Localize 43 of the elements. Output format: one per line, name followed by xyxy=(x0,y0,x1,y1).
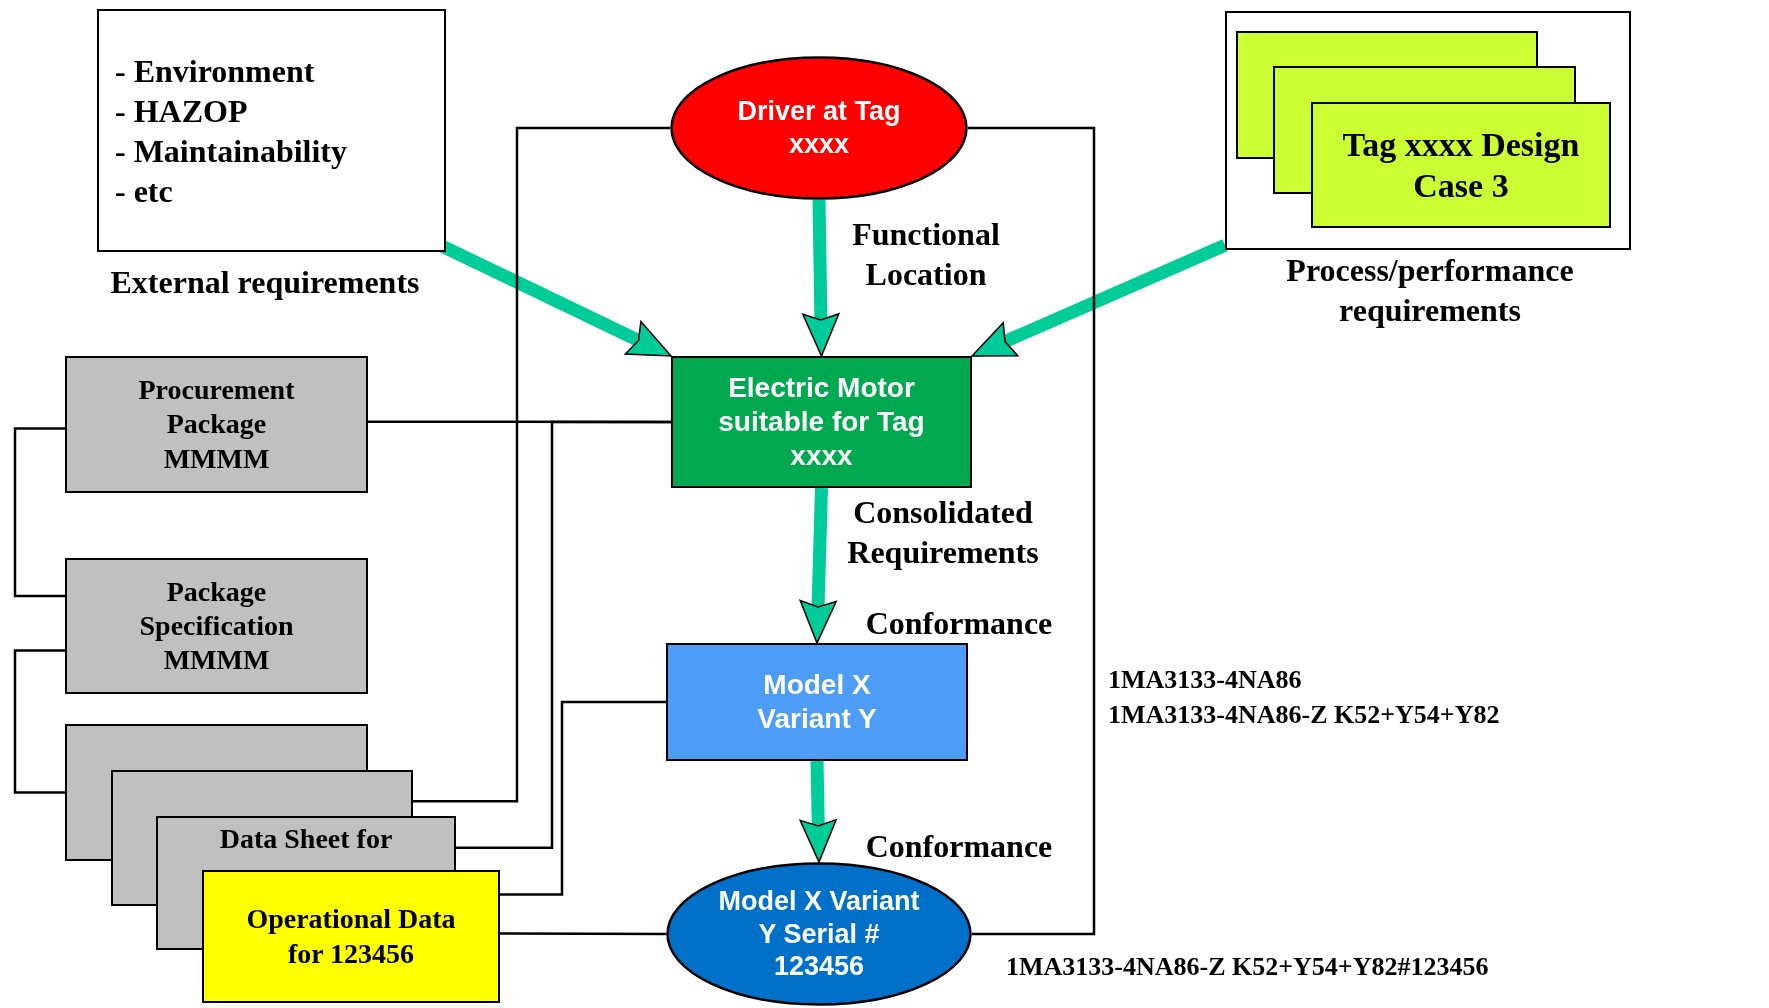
connector-line xyxy=(500,932,666,936)
node-text: Operational Data for 123456 xyxy=(245,902,457,971)
node-text: Driver at Tag xxxx xyxy=(736,95,902,161)
connector-line xyxy=(413,126,670,803)
edge-label: Conformance xyxy=(864,827,1054,866)
node-text: - Environment xyxy=(115,51,315,91)
annotation-text: Conformance xyxy=(864,604,1054,643)
node-text: Model X Variant Y xyxy=(756,667,878,736)
node-text: - Maintainability xyxy=(115,131,347,171)
process-box xyxy=(671,356,972,488)
document-box xyxy=(65,558,368,694)
node-text: Procurement Package MMMM xyxy=(137,373,296,476)
part-number-text: 1MA3133-4NA86 xyxy=(1108,664,1303,696)
node-text: Tag xxxx Design Case 3 xyxy=(1341,124,1581,206)
node-text: - HAZOP xyxy=(115,91,248,131)
edge-label: Functional Location xyxy=(851,215,1001,294)
node-text: Package Specification MMMM xyxy=(138,574,295,678)
node-text: Model X Variant Y Serial # 123456 xyxy=(717,884,921,984)
connector-line xyxy=(968,126,1096,936)
node-text: Data Sheet for xyxy=(219,822,393,856)
part-number-text: 1MA3133-4NA86-Z K52+Y54+Y82#123456 xyxy=(1006,951,1490,983)
document-box xyxy=(65,356,368,493)
block-arrow xyxy=(802,199,840,357)
ellipse-node xyxy=(666,862,972,1006)
document-box xyxy=(1311,102,1611,228)
block-arrow xyxy=(971,239,1228,357)
document-box xyxy=(202,870,500,1003)
node-text: Electric Motor suitable for Tag xxxx xyxy=(717,370,926,474)
caption-text: Process/performance requirements xyxy=(1285,251,1575,330)
connector-line xyxy=(500,700,666,896)
block-arrow xyxy=(799,487,837,644)
connector-line xyxy=(13,649,65,794)
block-arrow xyxy=(799,760,837,863)
caption-text: External requirements xyxy=(109,263,421,302)
part-number-text: 1MA3133-4NA86-Z K52+Y54+Y82 xyxy=(1108,699,1501,731)
document-frame xyxy=(1225,11,1631,250)
connector-line xyxy=(13,427,65,598)
edge-label: Consolidated Requirements xyxy=(846,493,1040,572)
ellipse-node xyxy=(670,56,968,200)
connector-line xyxy=(456,420,671,849)
node-text: - etc xyxy=(115,171,173,211)
process-box xyxy=(666,643,968,761)
requirements-list-box xyxy=(97,9,446,252)
